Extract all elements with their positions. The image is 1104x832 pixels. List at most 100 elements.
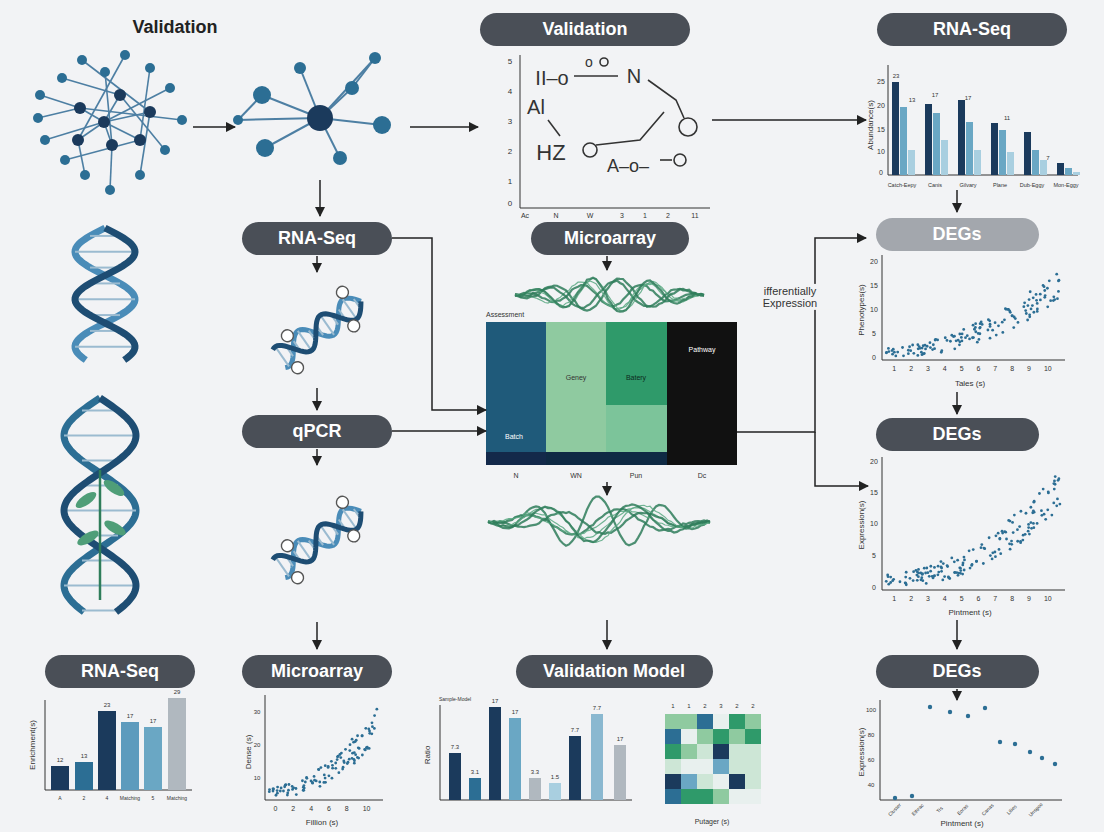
data-point xyxy=(998,537,1001,540)
data-point xyxy=(1001,331,1004,334)
data-point xyxy=(887,347,890,350)
network-hub xyxy=(307,105,333,131)
data-point xyxy=(974,326,977,329)
atom-ring xyxy=(674,154,686,166)
network-node xyxy=(100,67,110,77)
heatmap-cell xyxy=(606,322,667,405)
data-point xyxy=(331,777,334,780)
data-point xyxy=(931,575,934,578)
data-point xyxy=(959,569,962,572)
data-point xyxy=(284,784,287,787)
data-point xyxy=(322,781,325,784)
chart-label: 13 xyxy=(81,753,88,760)
chart-label: Putager (s) xyxy=(695,818,730,826)
data-point xyxy=(1021,539,1024,542)
helix-strand xyxy=(272,291,368,368)
data-point xyxy=(353,759,356,762)
atom-ring xyxy=(583,143,597,157)
scatter-plot xyxy=(265,695,383,800)
leaf xyxy=(75,528,101,549)
chart-label: 0 xyxy=(879,169,883,177)
heatmap-cell xyxy=(486,322,546,452)
network-node xyxy=(106,139,118,151)
heatmap-cell xyxy=(606,405,667,452)
data-point xyxy=(962,328,965,331)
network-edge xyxy=(104,122,140,140)
data-point xyxy=(334,762,337,765)
data-point xyxy=(978,338,981,341)
chart-label: Al xyxy=(527,96,545,118)
chart-label: 30 xyxy=(254,709,261,716)
heatmap-title: Assessment xyxy=(486,311,524,318)
leaf xyxy=(102,518,128,539)
chart-label: 17 xyxy=(127,713,134,720)
chart-label: ifferentially Expression xyxy=(742,284,838,310)
data-point xyxy=(353,751,356,754)
data-point xyxy=(1027,304,1030,307)
data-point xyxy=(1047,491,1050,494)
flow-arrow xyxy=(815,432,868,486)
chart-label: Matching xyxy=(120,796,140,802)
data-point xyxy=(950,557,953,560)
chart-label: 1 xyxy=(643,212,647,220)
data-point xyxy=(1054,475,1057,478)
data-point xyxy=(330,760,333,763)
axis-title: Phenotypes(s) xyxy=(858,284,867,336)
chart-label: 0 xyxy=(508,200,512,209)
chart-label: 17 xyxy=(617,736,624,743)
data-point xyxy=(991,551,994,554)
data-point xyxy=(978,327,981,330)
data-point xyxy=(367,728,370,731)
chart-axis xyxy=(440,705,632,800)
data-point xyxy=(1058,477,1061,480)
data-point xyxy=(946,339,949,342)
molecule-ball xyxy=(289,359,306,376)
label-pill: Microarray xyxy=(531,222,689,255)
data-point xyxy=(961,340,964,343)
data-point xyxy=(324,777,327,780)
chart-label: W xyxy=(587,212,594,220)
flow-arrow xyxy=(606,482,608,495)
heatmap-cell xyxy=(681,714,697,729)
helix-strand xyxy=(64,398,136,612)
heatmap-cell xyxy=(745,714,761,729)
heatmap-cell xyxy=(606,452,667,465)
data-point xyxy=(1057,290,1060,293)
chart-label: 13 xyxy=(909,97,916,104)
axis-title: Abundance(s) xyxy=(867,100,876,150)
data-point xyxy=(969,567,972,570)
data-point xyxy=(1012,326,1015,329)
chart-label: 5 xyxy=(508,58,512,67)
flow-arrow xyxy=(956,392,958,414)
bar xyxy=(469,778,481,800)
chart-label: 100 xyxy=(866,707,876,714)
data-point xyxy=(1046,305,1049,308)
chart-axis xyxy=(882,255,1065,360)
flow-arrow xyxy=(316,622,318,649)
data-point xyxy=(1025,312,1028,315)
data-point xyxy=(919,572,922,575)
bar xyxy=(449,753,461,800)
data-point xyxy=(313,775,316,778)
data-point xyxy=(291,788,294,791)
bar xyxy=(908,150,915,175)
data-point xyxy=(328,774,331,777)
data-point xyxy=(1038,492,1041,495)
data-point xyxy=(1049,299,1052,302)
heatmap-cell xyxy=(546,322,606,452)
chart-label: 7.3 xyxy=(451,744,459,751)
data-point xyxy=(331,767,334,770)
data-point xyxy=(929,565,932,568)
data-point xyxy=(946,565,949,568)
bond-line xyxy=(574,75,618,77)
data-point xyxy=(342,766,345,769)
ribbon-strand xyxy=(515,279,704,311)
data-point xyxy=(286,794,289,797)
data-point xyxy=(268,788,271,791)
data-point xyxy=(972,324,975,327)
data-point xyxy=(904,576,907,579)
heatmap-cell xyxy=(713,759,729,774)
scatter-plot xyxy=(882,255,1065,360)
data-point xyxy=(339,756,342,759)
flow-arrow xyxy=(956,689,958,700)
